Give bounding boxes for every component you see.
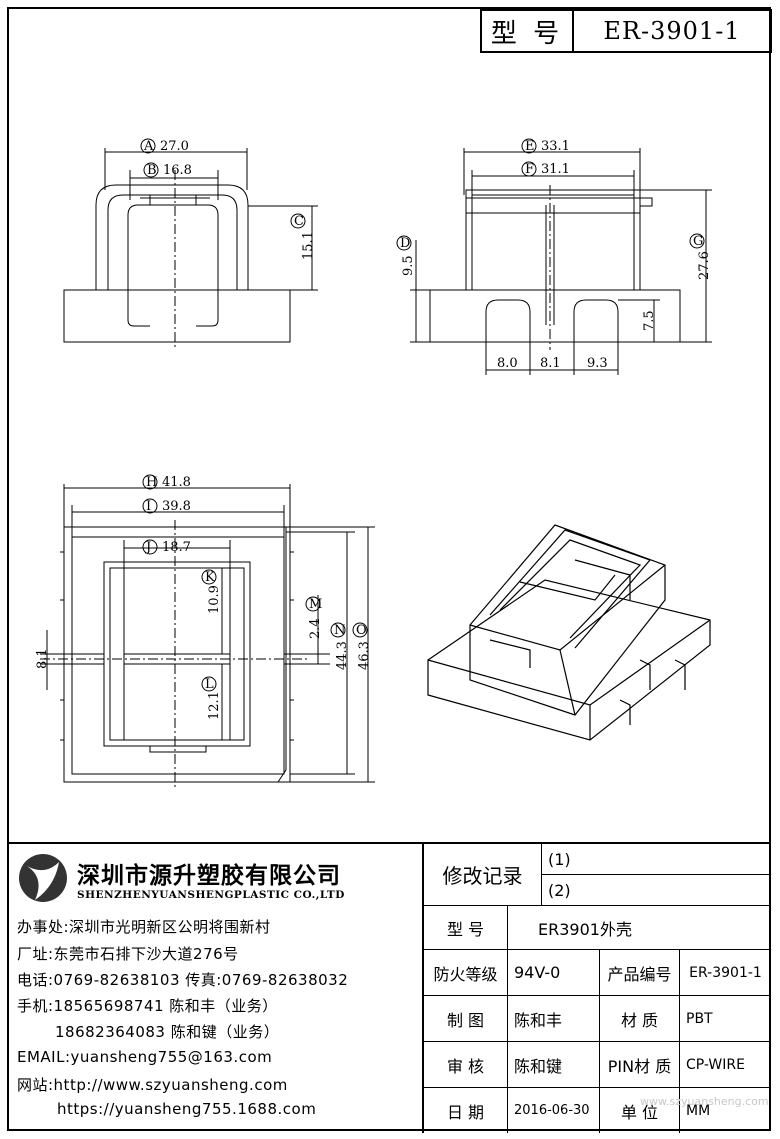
dim-k-letter: K — [205, 570, 215, 585]
dim-h-value: 41.8 — [162, 475, 191, 490]
dim-i-letter: I — [146, 499, 151, 514]
dim-e-letter: E — [525, 139, 535, 154]
dim-b-letter: B — [147, 163, 157, 178]
reviewed-by-label: 审 核 — [424, 1042, 508, 1088]
revision-label: 修改记录 — [424, 844, 542, 906]
dim-f-letter: F — [525, 162, 534, 177]
dim-a-value: 27.0 — [160, 139, 189, 154]
pin-material-value: CP-WIRE — [680, 1042, 771, 1088]
dim-m-value: 2.4 — [308, 618, 323, 639]
dim-g-letter: G — [693, 234, 703, 249]
dim-l-letter: L — [205, 677, 214, 692]
info-table: 修改记录 (1) (2) 型 号 ER3901外壳 防火等级 94V-0 产品编… — [424, 844, 771, 1133]
dim-c-letter: C — [294, 214, 304, 229]
dim-d-letter: D — [400, 236, 410, 251]
factory-address: 厂址:东莞市石排下沙大道276号 — [17, 945, 239, 963]
model-row-value: ER3901外壳 — [508, 906, 771, 950]
product-no-label: 产品编号 — [600, 950, 680, 996]
dim-m-letter: M — [309, 597, 322, 612]
dim-n-letter: N — [334, 623, 345, 638]
dim-g-value: 27.6 — [697, 251, 712, 280]
dim-8-1-value: 8.1 — [540, 356, 561, 371]
website-link[interactable]: 网站:http://www.szyuansheng.com — [17, 1076, 288, 1094]
material-value: PBT — [680, 996, 771, 1042]
material-label: 材 质 — [600, 996, 680, 1042]
revision-2: (2) — [542, 875, 771, 906]
dim-j-value: 18.7 — [162, 540, 191, 555]
dim-l-value: 12.1 — [207, 691, 222, 720]
phone-fax: 电话:0769-82638103 传真:0769-82638032 — [17, 971, 349, 989]
dim-e-value: 33.1 — [541, 139, 570, 154]
fire-rating-value: 94V-0 — [508, 950, 600, 996]
dim-h-letter: H — [146, 475, 157, 490]
dim-c-value: 15.1 — [301, 231, 316, 260]
dim-n-value: 44.3 — [335, 641, 350, 670]
top-view — [40, 484, 375, 790]
drawing-frame — [7, 7, 771, 1131]
website-link-2[interactable]: https://yuansheng755.1688.com — [57, 1100, 317, 1118]
unit-label: 单 位 — [600, 1088, 680, 1133]
dim-o-value: 46.3 — [357, 641, 372, 670]
date-label: 日 期 — [424, 1088, 508, 1133]
watermark: www.szyuansheng.com — [640, 1095, 769, 1108]
date-value: 2016-06-30 — [508, 1088, 600, 1133]
dimension-labels: A 27.0 B 16.8 C 15.1 D 9.5 E 33.1 F 31.1… — [35, 138, 712, 720]
drawn-by-value: 陈和丰 — [508, 996, 600, 1042]
unit-value: MM — [686, 1102, 711, 1119]
fire-rating-label: 防火等级 — [424, 950, 508, 996]
model-value: ER-3901-1 — [603, 17, 741, 45]
dim-8-0-value: 8.0 — [497, 356, 518, 371]
drawn-by-label: 制 图 — [424, 996, 508, 1042]
front-view — [63, 148, 318, 350]
dim-a-letter: A — [143, 139, 154, 154]
company-name-cn: 深圳市源升塑胶有限公司 — [77, 863, 341, 889]
dim-b-value: 16.8 — [163, 163, 192, 178]
company-name-en: SHENZHENYUANSHENGPLASTIC CO.,LTD — [77, 889, 345, 901]
model-title-block: 型 号 ER-3901-1 — [480, 9, 772, 53]
office-address: 办事处:深圳市光明新区公明将围新村 — [17, 918, 271, 936]
dim-7-5-value: 7.5 — [642, 310, 657, 331]
company-logo-icon — [19, 854, 67, 902]
dim-j-letter: J — [144, 540, 151, 555]
pin-material-label: PIN材 质 — [600, 1042, 680, 1088]
model-label: 型 号 — [482, 11, 574, 51]
reviewed-by-value: 陈和键 — [508, 1042, 600, 1088]
title-block: 深圳市源升塑胶有限公司 SHENZHENYUANSHENGPLASTIC CO.… — [7, 842, 771, 1133]
email[interactable]: EMAIL:yuansheng755@163.com — [17, 1048, 273, 1066]
dim-f-value: 31.1 — [541, 162, 570, 177]
mobile-1: 手机:18565698741 陈和丰（业务） — [17, 997, 278, 1015]
dim-i-value: 39.8 — [162, 499, 191, 514]
dim-k-value: 10.9 — [207, 585, 222, 614]
mobile-2: 18682364083 陈和键（业务） — [55, 1023, 280, 1041]
revision-1: (1) — [542, 844, 771, 875]
dim-9-3-value: 9.3 — [587, 356, 608, 371]
dim-d-value: 9.5 — [401, 255, 416, 276]
side-view — [410, 148, 712, 375]
model-row-label: 型 号 — [424, 906, 508, 950]
product-no-value: ER-3901-1 — [680, 950, 771, 996]
company-header: 深圳市源升塑胶有限公司 SHENZHENYUANSHENGPLASTIC CO.… — [7, 844, 424, 910]
company-info: 深圳市源升塑胶有限公司 SHENZHENYUANSHENGPLASTIC CO.… — [7, 844, 424, 1133]
dim-o-letter: O — [356, 623, 367, 638]
dim-v8-1-value: 8.1 — [35, 648, 50, 669]
isometric-view — [427, 524, 711, 741]
technical-drawing: A 27.0 B 16.8 C 15.1 D 9.5 E 33.1 F 31.1… — [35, 138, 712, 790]
